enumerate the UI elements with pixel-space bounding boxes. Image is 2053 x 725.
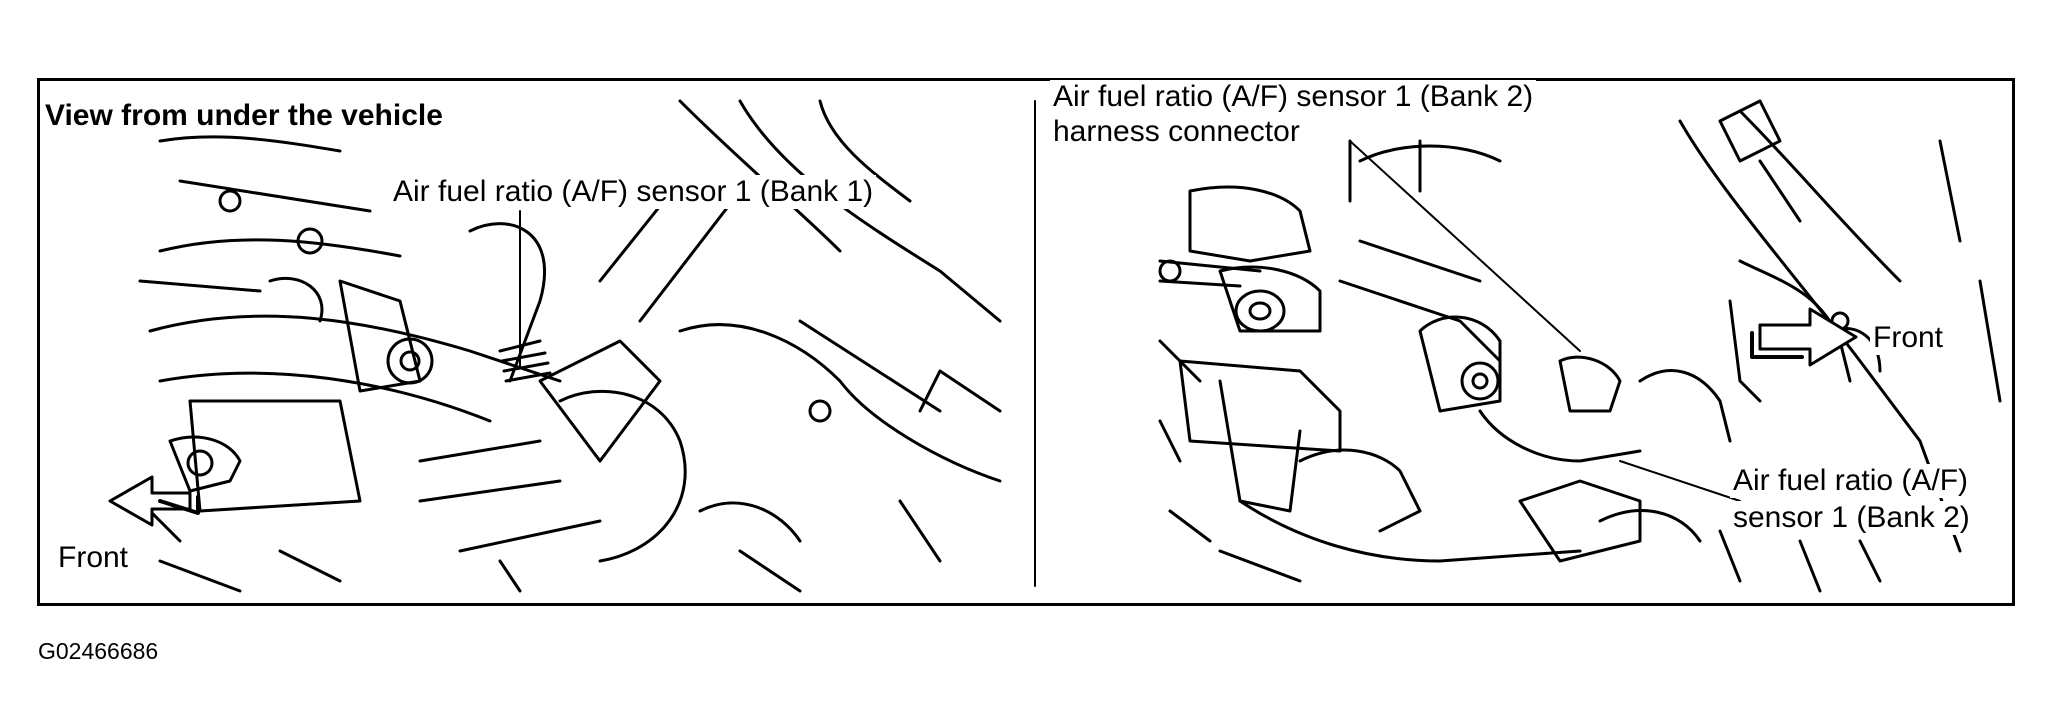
left-front-arrow-icon [108, 475, 200, 527]
bank1-sensor-label: Air fuel ratio (A/F) sensor 1 (Bank 1) [390, 175, 877, 209]
bank2-sensor-label-line2: sensor 1 (Bank 2) [1730, 501, 1973, 535]
bank2-sensor-label-line1: Air fuel ratio (A/F) [1730, 464, 1972, 498]
left-engine-sketch [138, 99, 1002, 593]
right-front-arrow-icon [1750, 307, 1858, 367]
figure-frame: View from under the vehicle Air fuel rat… [37, 78, 2015, 606]
engine-line-drawing [108, 99, 2002, 593]
left-front-label: Front [55, 541, 132, 575]
harness-connector-label-line2: harness connector [1050, 115, 1303, 149]
harness-connector-leader [1349, 140, 1581, 352]
bank2-sensor-leader [1619, 460, 1741, 502]
view-title: View from under the vehicle [42, 99, 446, 133]
figure-id: G02466686 [38, 638, 159, 664]
harness-connector-label-line1: Air fuel ratio (A/F) sensor 1 (Bank 2) [1050, 80, 1537, 114]
right-front-label: Front [1870, 321, 1947, 355]
